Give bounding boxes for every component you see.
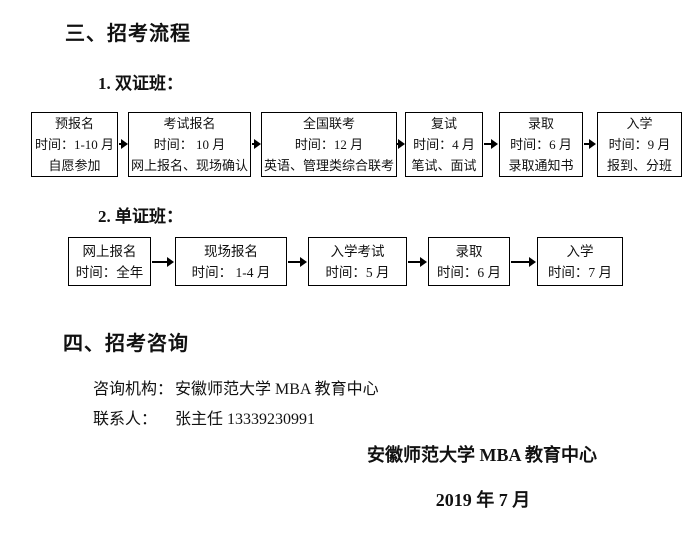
flow-step-time: 时间：7 月 — [547, 264, 613, 280]
flow-step-title: 考试报名 — [163, 116, 216, 131]
flow-step-title: 网上报名 — [82, 243, 137, 259]
consult-agency-line: 咨询机构：安徽师范大学 MBA 教育中心 — [93, 375, 379, 399]
flow-arrow-icon — [408, 256, 427, 267]
section-heading-consult: 四、招考咨询 — [63, 333, 189, 355]
flow-arrow-icon — [119, 138, 128, 149]
consult-agency-label: 咨询机构： — [93, 381, 174, 398]
consult-contact-line: 联系人： 张主任 13339230991 — [93, 405, 315, 429]
consult-contact-value: 张主任 13339230991 — [175, 411, 316, 428]
flow-step-title: 全国联考 — [302, 116, 355, 131]
flow-step-enrollment: 入学 时间：7 月 — [537, 237, 623, 286]
flow-step-time: 时间： 1-4 月 — [191, 264, 271, 280]
flow-arrow-icon — [397, 138, 405, 149]
flow-arrow-icon — [484, 138, 498, 149]
flow-step-time: 时间： 10 月 — [153, 137, 226, 152]
footer-organization: 安徽师范大学 MBA 教育中心 — [367, 445, 597, 465]
flow-step-desc: 自愿参加 — [48, 158, 101, 173]
flow-step-title: 录取 — [527, 116, 554, 131]
flow-step-title: 入学 — [566, 243, 594, 259]
flow-step-desc: 英语、管理类综合联考 — [263, 158, 394, 173]
flow-step-time: 时间：6 月 — [436, 264, 502, 280]
flow-step-title: 入学考试 — [330, 243, 385, 259]
footer-date: 2019 年 7 月 — [435, 490, 531, 510]
flow-step-desc: 录取通知书 — [508, 158, 574, 173]
flow-step-desc: 网上报名、现场确认 — [130, 158, 248, 173]
flow-arrow-icon — [288, 256, 307, 267]
flow-step-desc: 报到、分班 — [606, 158, 672, 173]
flow-step-national-exam: 全国联考 时间：12 月 英语、管理类综合联考 — [261, 112, 397, 177]
flow-step-title: 录取 — [455, 243, 483, 259]
flow-step-pre-register: 预报名 时间：1-10 月 自愿参加 — [31, 112, 118, 177]
section-heading-flow: 三、招考流程 — [65, 23, 191, 45]
flow-step-exam-register: 考试报名 时间： 10 月 网上报名、现场确认 — [128, 112, 251, 177]
flow-step-admission: 录取 时间：6 月 — [428, 237, 510, 286]
subsection-label-single: 2. 单证班： — [98, 207, 183, 226]
flow-step-title: 现场报名 — [204, 243, 258, 259]
flow-step-time: 时间：1-10 月 — [34, 137, 115, 152]
flow-step-time: 时间：9 月 — [608, 137, 671, 152]
flow-step-online-register: 网上报名 时间：全年 — [68, 237, 151, 286]
subsection-label-dual: 1. 双证班： — [98, 74, 183, 93]
flow-step-admission: 录取 时间：6 月 录取通知书 — [499, 112, 583, 177]
flow-step-title: 复试 — [430, 116, 457, 131]
flow-arrow-icon — [511, 256, 536, 267]
flow-step-title: 入学 — [626, 116, 653, 131]
flow-step-desc: 笔试、面试 — [411, 158, 477, 173]
flow-step-time: 时间：5 月 — [325, 264, 390, 280]
flow-arrow-icon — [152, 256, 174, 267]
flow-step-time: 时间：全年 — [75, 264, 144, 280]
flow-step-time: 时间：4 月 — [413, 137, 475, 152]
consult-contact-label: 联系人： — [93, 411, 158, 428]
flow-step-enrollment: 入学 时间：9 月 报到、分班 — [597, 112, 682, 177]
flow-step-onsite-register: 现场报名 时间： 1-4 月 — [175, 237, 287, 286]
flow-arrow-icon — [584, 138, 596, 149]
flow-arrow-icon — [252, 138, 261, 149]
flow-step-entrance-exam: 入学考试 时间：5 月 — [308, 237, 407, 286]
flow-step-time: 时间：12 月 — [294, 137, 364, 152]
flow-step-retest: 复试 时间：4 月 笔试、面试 — [405, 112, 483, 177]
flow-step-time: 时间：6 月 — [510, 137, 572, 152]
flow-step-title: 预报名 — [54, 116, 94, 131]
consult-agency-value: 安徽师范大学 MBA 教育中心 — [175, 381, 379, 398]
